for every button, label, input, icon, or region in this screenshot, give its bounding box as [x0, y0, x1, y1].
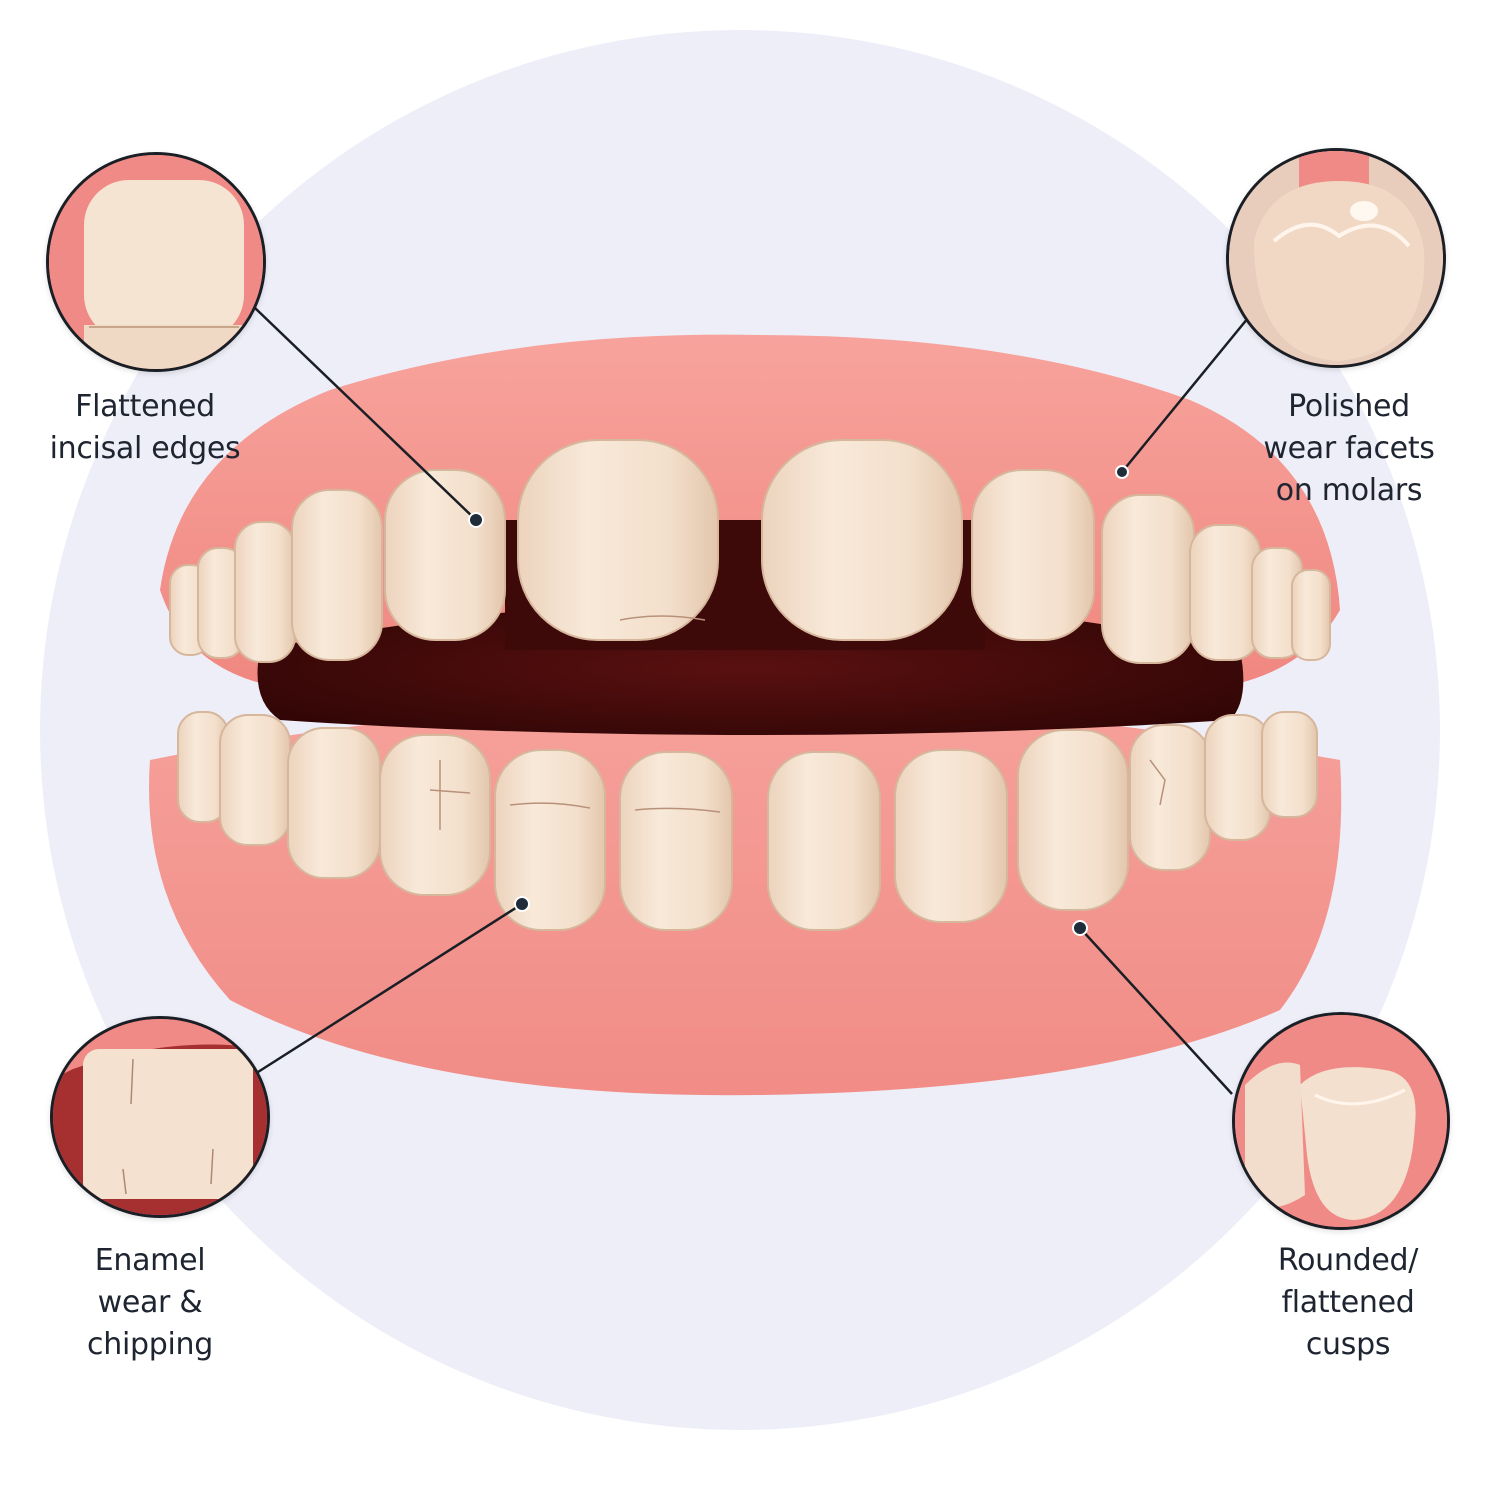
pointer-dots [468, 465, 1129, 936]
callout-flattened-incisal-edges [46, 152, 266, 372]
label-rounded-flattened-cusps: Rounded/ flattened cusps [1277, 1243, 1419, 1362]
label-enamel-wear-chipping: Enamel wear & chipping [87, 1243, 213, 1362]
leader-lines [254, 307, 1249, 1095]
incisor-closeup-icon [49, 155, 263, 369]
label-flattened-incisal-edges: Flattened incisal edges [49, 389, 241, 466]
callout-enamel-wear-chipping [50, 1016, 270, 1218]
molar-closeup-icon [1229, 151, 1443, 365]
upper-teeth [169, 439, 1331, 664]
label-polished-wear-facets: Polished wear facets on molars [1263, 389, 1435, 508]
cusp-closeup-icon [1235, 1015, 1447, 1227]
callout-rounded-cusps [1232, 1012, 1450, 1230]
callout-polished-wear-facets [1226, 148, 1446, 368]
lower-teeth [177, 711, 1318, 931]
chipped-tooth-closeup-icon [53, 1019, 267, 1215]
